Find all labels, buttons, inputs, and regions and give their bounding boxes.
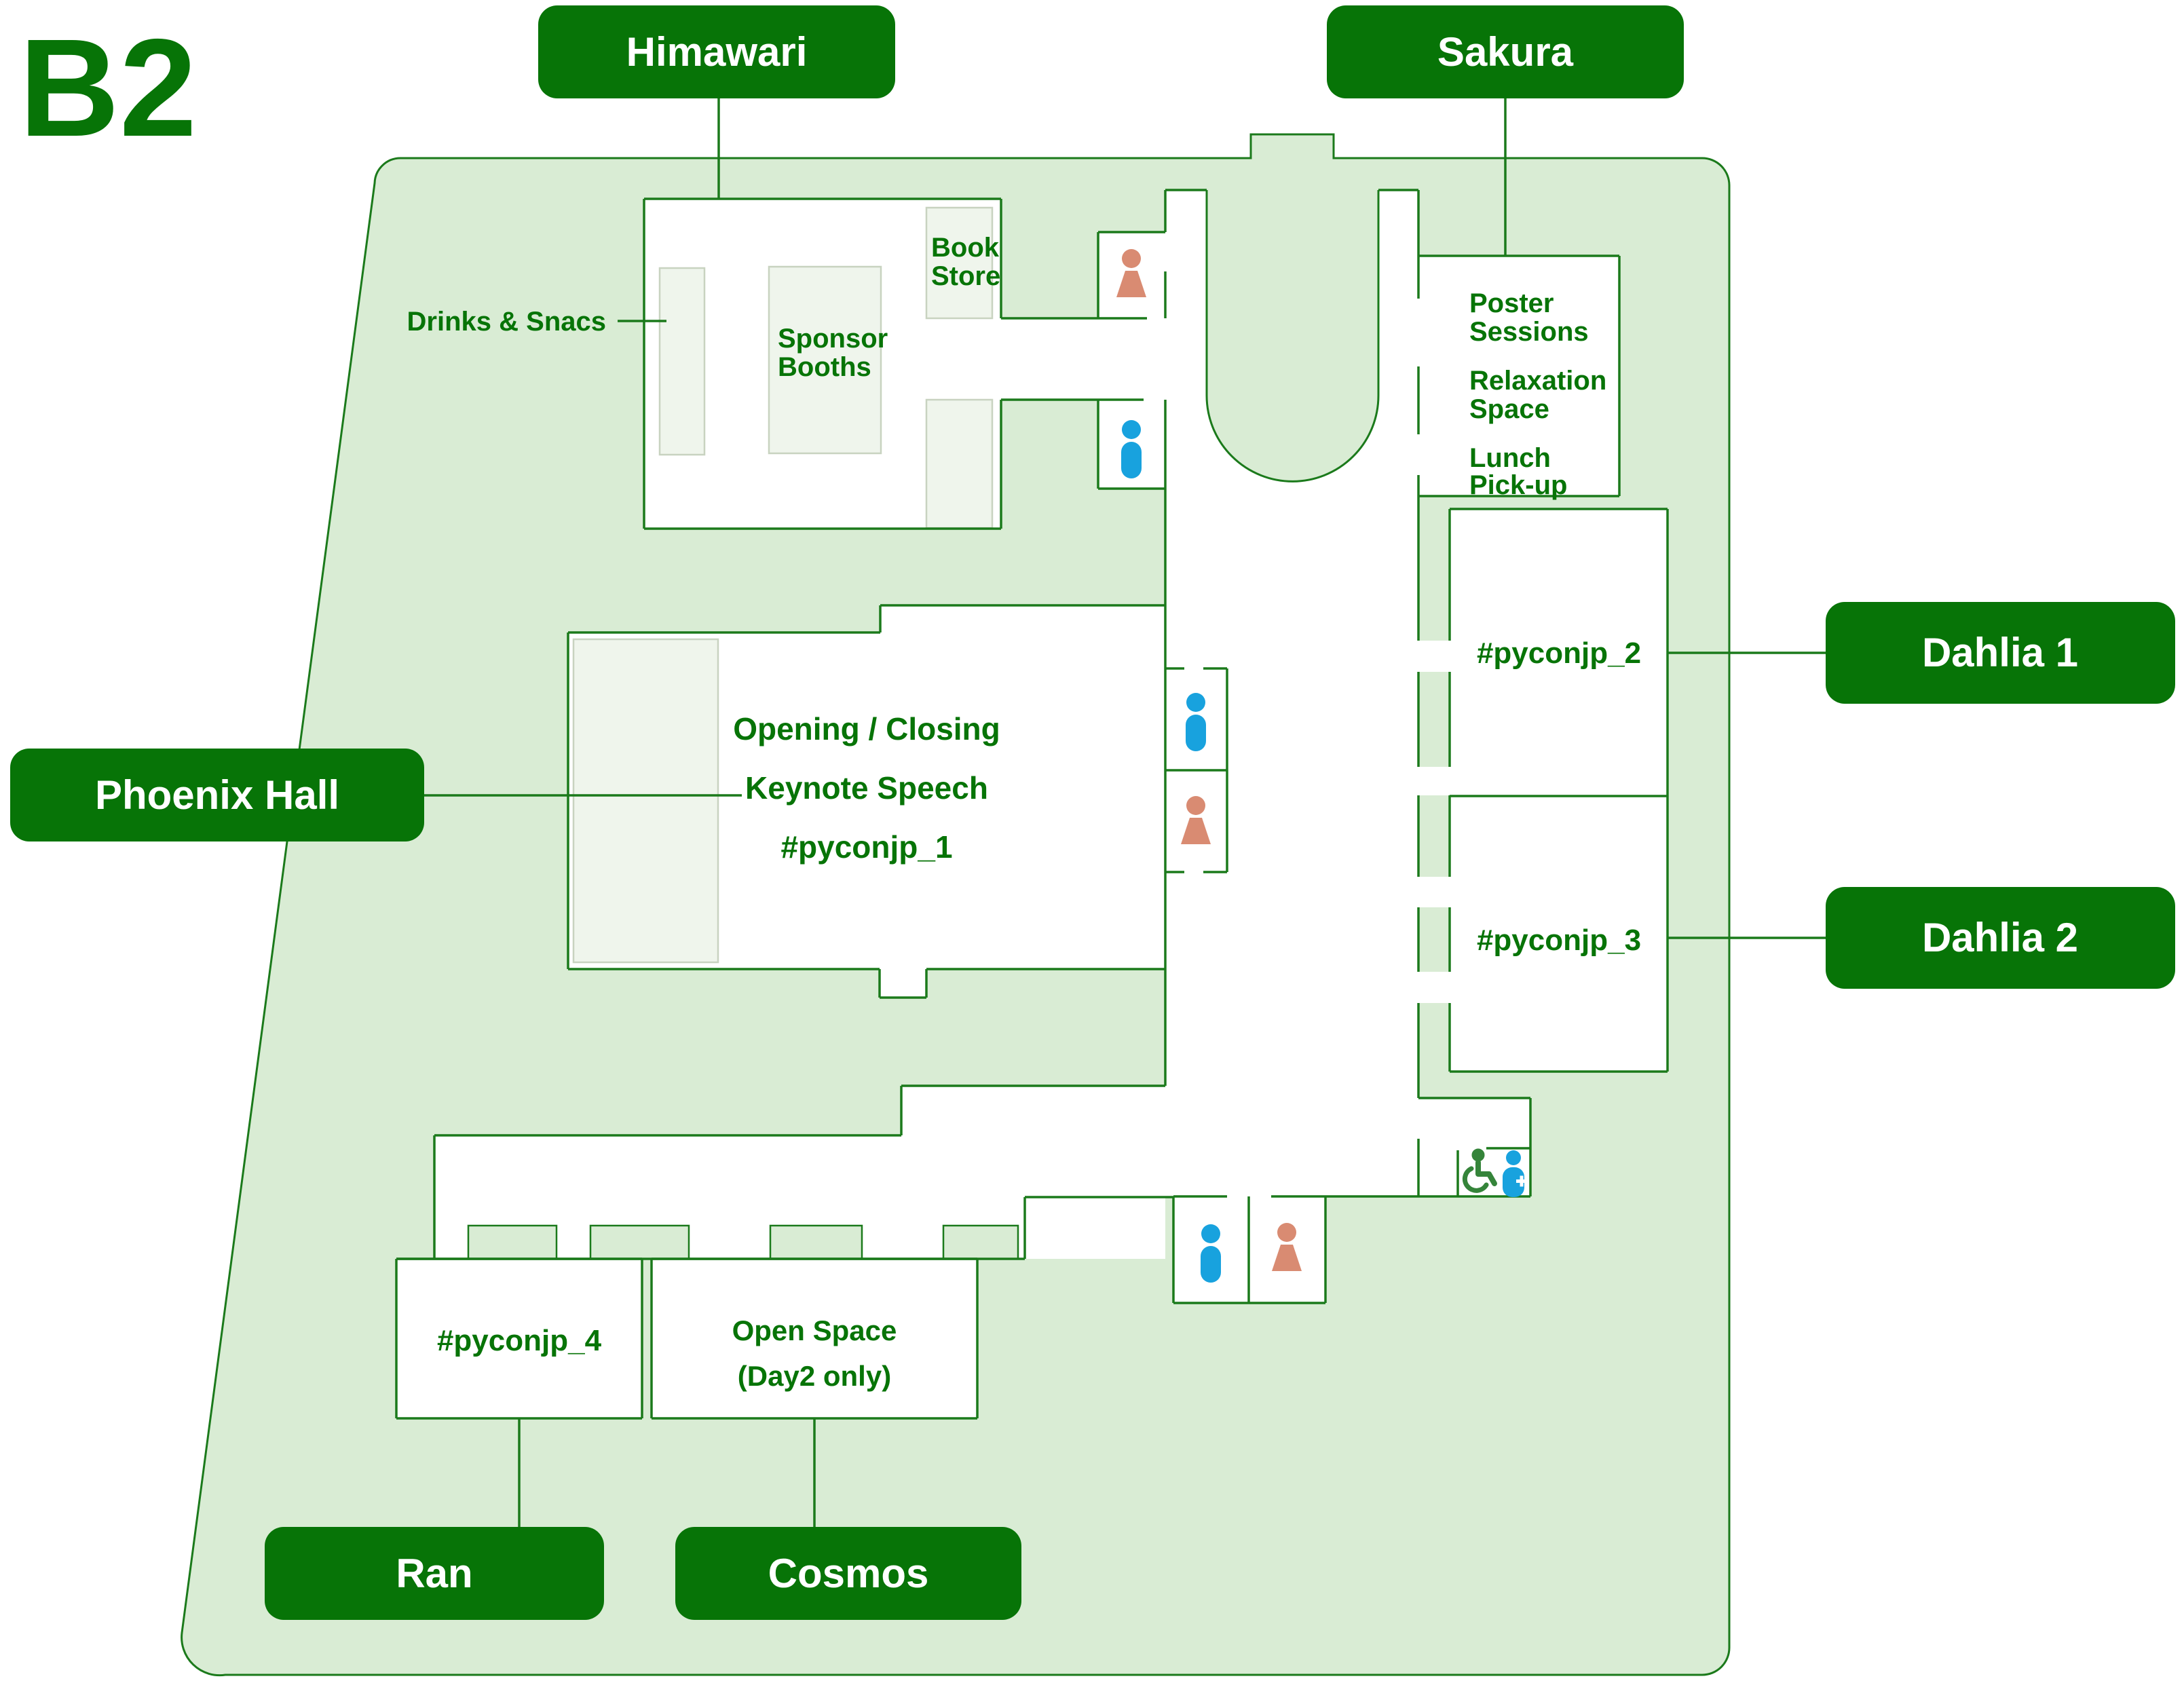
sakura-room-label: Relaxation <box>1469 366 1606 396</box>
door-gap <box>1418 641 1450 672</box>
walls-himawari <box>643 197 1002 530</box>
badge-himawari-text: Himawari <box>626 29 808 75</box>
door-marker <box>942 1224 1019 1260</box>
drinks-snacs-counter <box>658 267 706 456</box>
walls-bottom-corridor <box>396 1084 1165 1260</box>
phoenix-hall-label-line: Keynote Speech <box>745 770 988 806</box>
badge-dahlia-1-text: Dahlia 1 <box>1922 630 2078 675</box>
walls <box>395 189 1669 1420</box>
open-space-label: Open Space <box>732 1315 897 1346</box>
pyconjp23-rooms-floor <box>1450 509 1668 1072</box>
door-gap <box>1418 972 1450 1003</box>
walls-bottom-toilets <box>1172 1195 1327 1304</box>
badge-ran: Ran <box>265 1527 604 1620</box>
badge-dahlia-2: Dahlia 2 <box>1826 887 2175 989</box>
phoenix-stage <box>572 638 719 964</box>
room-badges: Himawari Sakura Phoenix Hall Dahlia 1 Da… <box>10 5 2175 1620</box>
sponsor-booths-area <box>768 265 882 455</box>
sakura-room-label: Pick-up <box>1469 470 1567 500</box>
walls-accessible-toilet <box>1417 1097 1532 1198</box>
walls-pyconjp23 <box>1448 508 1669 1073</box>
pyconjp4-label: #pyconjp_4 <box>437 1324 602 1357</box>
sakura-room-label: Poster <box>1469 288 1554 318</box>
door-marker <box>589 1224 690 1260</box>
walls-male-toilet-lower <box>1097 398 1167 490</box>
badge-cosmos-text: Cosmos <box>768 1551 929 1596</box>
page-title: B2 <box>19 10 197 166</box>
badge-phoenix-hall-text: Phoenix Hall <box>95 772 339 818</box>
badge-ran-text: Ran <box>396 1551 472 1596</box>
door-gap <box>1418 767 1450 795</box>
badge-dahlia-1: Dahlia 1 <box>1826 602 2175 704</box>
door-markers <box>467 1224 1019 1260</box>
open-space-label: (Day2 only) <box>738 1360 891 1392</box>
escalator-well <box>1205 190 1380 483</box>
sponsor-booths-label: Sponsor <box>778 324 888 354</box>
badge-sakura-text: Sakura <box>1437 29 1574 75</box>
fixtures <box>572 206 994 964</box>
walls-phoenix-hall <box>567 604 1167 999</box>
pyconjp3-label: #pyconjp_3 <box>1477 924 1641 957</box>
male-toilet-icon <box>1186 693 1206 751</box>
bottom-corridor-floor <box>434 1086 1165 1259</box>
male-toilet-icon <box>1201 1224 1221 1283</box>
book-store-area <box>925 206 994 320</box>
pyconjp2-label: #pyconjp_2 <box>1477 637 1641 670</box>
badge-phoenix-hall: Phoenix Hall <box>10 749 424 842</box>
drinks-snacs-label: Drinks & Snacs <box>407 307 606 337</box>
walls-pyconjp4 <box>395 1257 643 1420</box>
room-texts: B2 Drinks & Snacs Sponsor Booths Book St… <box>19 10 1641 1392</box>
sponsor-booths-label: Booths <box>778 352 871 382</box>
walls-central-corridor <box>1025 189 1420 1198</box>
door-gap <box>1418 877 1450 907</box>
badge-cosmos: Cosmos <box>675 1527 1021 1620</box>
sakura-room-label: Sessions <box>1469 317 1589 347</box>
sakura-room-label: Space <box>1469 394 1549 424</box>
door-marker <box>769 1224 863 1260</box>
badge-sakura: Sakura <box>1327 5 1684 98</box>
book-store-label: Book <box>931 233 1000 263</box>
walls-toilet-band <box>1001 317 1098 401</box>
himawari-side-booth <box>925 398 994 529</box>
male-toilet-icon <box>1121 420 1142 478</box>
phoenix-hall-label-line: #pyconjp_1 <box>780 829 952 865</box>
sakura-room-floor <box>1418 256 1619 496</box>
walls-female-toilet-upper <box>1097 231 1167 320</box>
badge-himawari: Himawari <box>538 5 895 98</box>
phoenix-hall-label-line: Opening / Closing <box>733 711 1000 746</box>
sakura-room-label: Lunch <box>1469 443 1551 473</box>
badge-dahlia-2-text: Dahlia 2 <box>1922 915 2078 960</box>
door-marker <box>467 1224 558 1260</box>
walls-sakura <box>1417 254 1621 497</box>
walls-hall-toilet-alcoves <box>1165 667 1228 873</box>
bottom-corridor-step-floor <box>1025 1086 1165 1197</box>
pyconjp4-room-floor <box>396 1259 642 1418</box>
label-connectors <box>421 98 1826 1527</box>
book-store-label: Store <box>931 261 1000 291</box>
walls-open-space <box>650 1257 979 1420</box>
open-space-room-floor <box>652 1259 977 1418</box>
